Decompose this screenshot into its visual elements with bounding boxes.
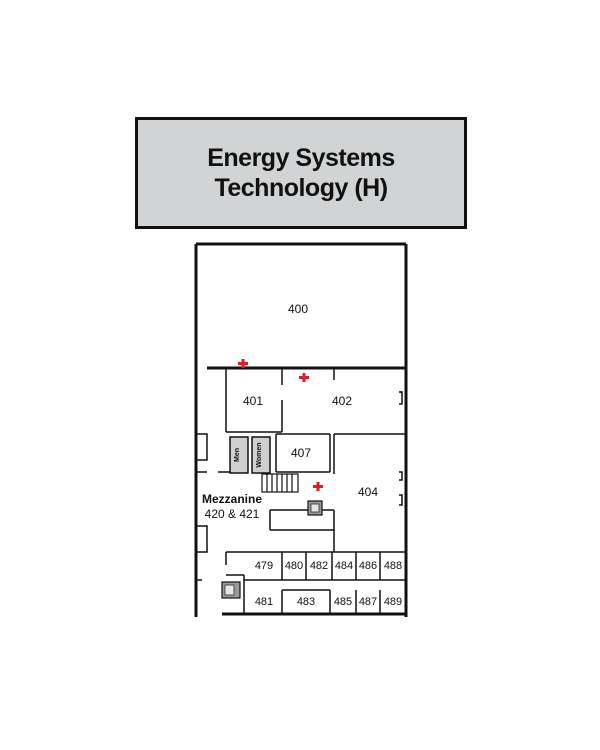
fire-extinguisher-icon: [238, 359, 248, 368]
mezzanine-label-line1: Mezzanine: [202, 492, 262, 506]
room-402-label: 402: [332, 394, 352, 408]
outer-walls: [194, 242, 408, 617]
restroom-left-label: Men: [234, 448, 241, 462]
restroom-right: Women: [251, 436, 271, 474]
room-481-label: 481: [255, 596, 273, 608]
room-487-label: 487: [359, 596, 377, 608]
restroom-left: Men: [229, 436, 249, 474]
interior-walls: [195, 366, 406, 614]
building-title-line1: Energy Systems: [207, 144, 395, 172]
room-485-label: 485: [334, 596, 352, 608]
room-401-label: 401: [243, 394, 263, 408]
room-483-label: 483: [297, 596, 315, 608]
building-title: Energy Systems Technology (H): [207, 143, 395, 203]
room-484-label: 484: [335, 560, 353, 572]
elevator-icon: [221, 581, 241, 599]
mezzanine-label-line2: 420 & 421: [205, 507, 260, 521]
room-488-label: 488: [384, 560, 402, 572]
building-title-line2: Technology (H): [214, 174, 388, 202]
room-480-label: 480: [285, 560, 303, 572]
fire-extinguisher-icon: [299, 373, 309, 382]
elevator-icon: [307, 500, 323, 516]
room-479-label: 479: [255, 560, 273, 572]
stairs-icon: [261, 473, 299, 493]
building-title-box: Energy Systems Technology (H): [135, 117, 467, 229]
room-404-label: 404: [358, 485, 378, 499]
room-489-label: 489: [384, 596, 402, 608]
room-486-label: 486: [359, 560, 377, 572]
fire-extinguisher-icon: [313, 482, 323, 491]
restroom-icon: Women: [256, 442, 263, 467]
restroom-right-label: Women: [256, 442, 263, 467]
restroom-icon: Men: [234, 448, 241, 462]
room-407-label: 407: [291, 446, 311, 460]
room-400-label: 400: [288, 302, 308, 316]
room-482-label: 482: [310, 560, 328, 572]
